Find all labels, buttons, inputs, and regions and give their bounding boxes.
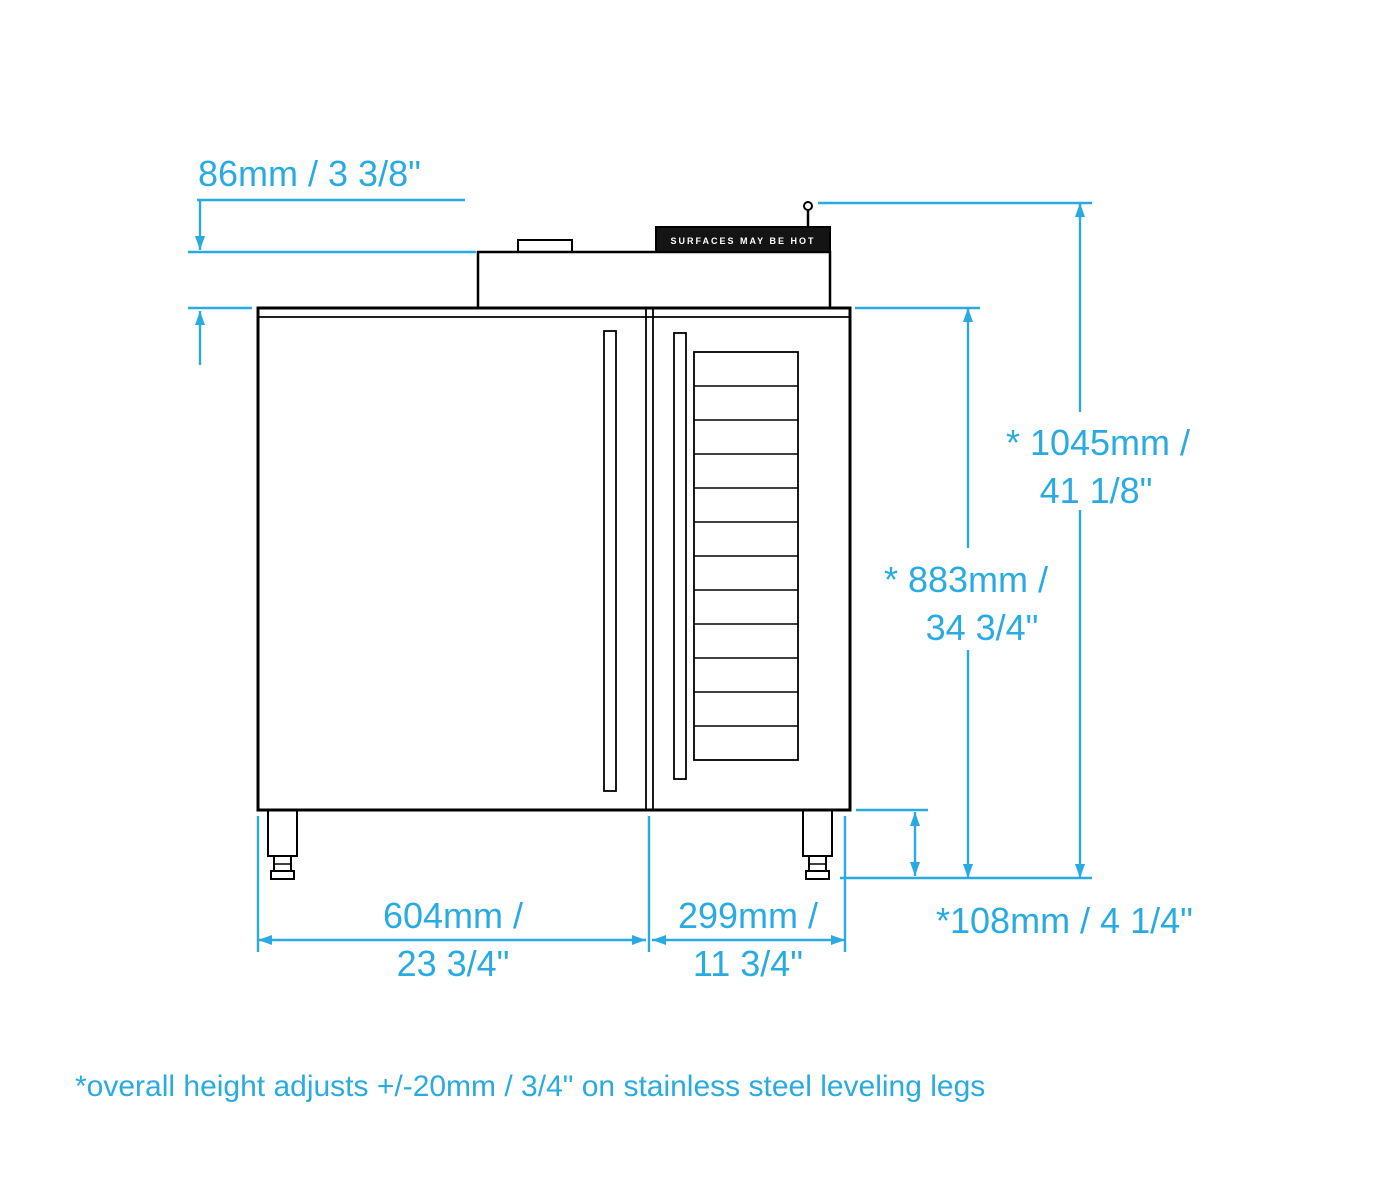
dim-leg-height-label: *108mm / 4 1/4" xyxy=(936,900,1193,941)
dim-left-width-label-2: 23 3/4" xyxy=(397,943,510,984)
door-handle-left xyxy=(603,330,617,792)
dim-right-width: 299mm / 11 3/4" xyxy=(652,816,847,984)
dim-overall-height: * 1045mm / 41 1/8" xyxy=(818,201,1190,880)
vent-grille xyxy=(693,351,799,761)
footnote: *overall height adjusts +/-20mm / 3/4" o… xyxy=(75,1070,985,1103)
dim-left-width-label-1: 604mm / xyxy=(383,895,523,936)
top-compartment xyxy=(476,250,832,310)
dim-right-width-label-2: 11 3/4" xyxy=(693,943,803,984)
warning-plate xyxy=(655,226,831,253)
door-handle-right xyxy=(673,332,687,780)
dim-right-width-label-1: 299mm / xyxy=(678,895,818,936)
door-divider xyxy=(645,308,654,810)
dim-top-offset-label: 86mm / 3 3/8" xyxy=(198,153,421,194)
dim-top-offset: 86mm / 3 3/8" xyxy=(188,153,476,365)
dim-body-height: * 883mm / 34 3/4" xyxy=(855,306,1048,878)
dim-left-width: 604mm / 23 3/4" xyxy=(256,816,651,984)
dim-overall-height-label-1: * 1045mm / xyxy=(1006,422,1190,463)
left-leg xyxy=(267,809,298,880)
top-vent-bump xyxy=(517,239,573,253)
dim-body-height-label-1: * 883mm / xyxy=(884,559,1048,600)
dim-overall-height-label-2: 41 1/8" xyxy=(1040,470,1153,511)
dim-body-height-label-2: 34 3/4" xyxy=(926,607,1039,648)
temperature-probe-knob xyxy=(803,201,813,211)
appliance-drawing: SURFACES MAY BE HOT xyxy=(256,201,852,880)
dim-leg-height: *108mm / 4 1/4" xyxy=(856,808,1193,941)
right-leg xyxy=(802,809,833,880)
warning-plate-label: SURFACES MAY BE HOT xyxy=(670,236,815,246)
main-body xyxy=(256,306,852,812)
